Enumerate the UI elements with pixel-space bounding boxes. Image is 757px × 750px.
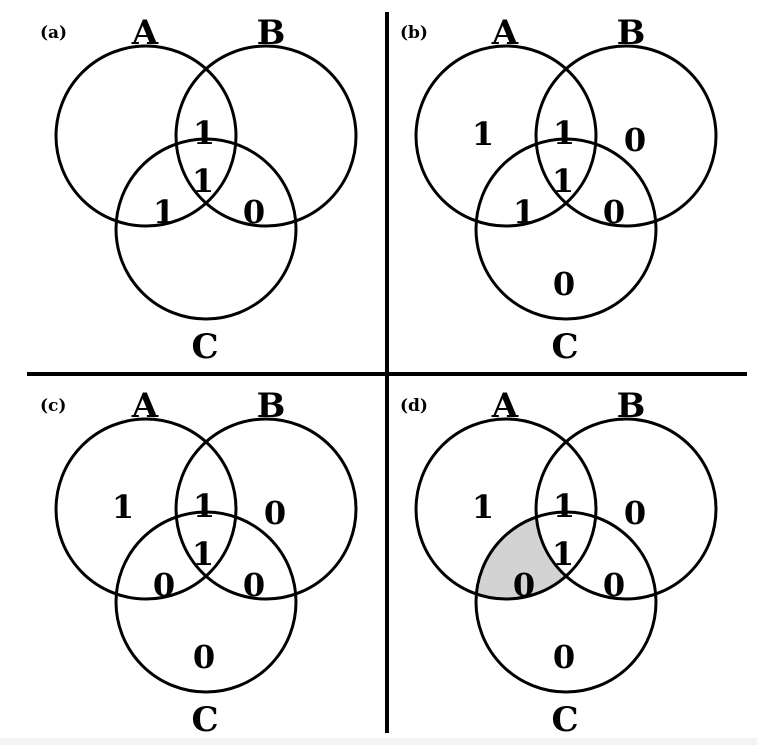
panel-tag: (c) <box>40 396 66 416</box>
panel-tag: (a) <box>40 23 67 43</box>
region-value-b: 0 <box>624 494 646 532</box>
region-value-a: 1 <box>112 488 134 526</box>
circle-c <box>114 510 298 694</box>
region-value-ac: 0 <box>513 566 535 604</box>
region-value-bc: 0 <box>603 566 625 604</box>
region-value-b: 0 <box>264 494 286 532</box>
circle-c <box>474 510 658 694</box>
region-value-abc: 1 <box>552 162 574 200</box>
region-value-bc: 0 <box>603 193 625 231</box>
set-label-a: A <box>491 386 519 426</box>
region-value-ab: 1 <box>553 114 575 152</box>
region-value-b: 0 <box>624 121 646 159</box>
region-value-ac: 0 <box>153 566 175 604</box>
circle-c <box>114 137 298 321</box>
circle-a <box>54 417 238 601</box>
bottom-strip <box>0 738 757 745</box>
highlighted-region-ac <box>476 512 596 599</box>
region-value-c: 0 <box>553 265 575 303</box>
region-value-abc: 1 <box>192 535 214 573</box>
circle-b <box>534 417 718 601</box>
set-label-c: C <box>551 327 578 367</box>
circle-b <box>534 44 718 228</box>
set-label-c: C <box>551 700 578 740</box>
panel-tag: (b) <box>400 23 428 43</box>
panel-tag: (d) <box>400 396 428 416</box>
set-label-b: B <box>257 386 286 426</box>
region-value-ab: 1 <box>193 487 215 525</box>
set-label-a: A <box>131 13 159 53</box>
region-value-abc: 1 <box>192 162 214 200</box>
set-label-b: B <box>257 13 286 53</box>
circle-b <box>174 44 358 228</box>
set-label-a: A <box>491 13 519 53</box>
region-value-abc: 1 <box>552 535 574 573</box>
region-value-ac: 1 <box>513 193 535 231</box>
region-value-bc: 0 <box>243 193 265 231</box>
region-value-ab: 1 <box>193 114 215 152</box>
circle-a <box>414 417 598 601</box>
region-value-bc: 0 <box>243 566 265 604</box>
set-label-a: A <box>131 386 159 426</box>
circle-a <box>54 44 238 228</box>
region-value-ac: 1 <box>153 193 175 231</box>
circle-c <box>474 137 658 321</box>
region-value-a: 1 <box>472 488 494 526</box>
circle-a <box>414 44 598 228</box>
region-value-a: 1 <box>472 115 494 153</box>
set-label-b: B <box>617 13 646 53</box>
region-value-ab: 1 <box>553 487 575 525</box>
region-value-c: 0 <box>553 638 575 676</box>
region-value-c: 0 <box>193 638 215 676</box>
circle-b <box>174 417 358 601</box>
set-label-c: C <box>191 700 218 740</box>
set-label-c: C <box>191 327 218 367</box>
set-label-b: B <box>617 386 646 426</box>
